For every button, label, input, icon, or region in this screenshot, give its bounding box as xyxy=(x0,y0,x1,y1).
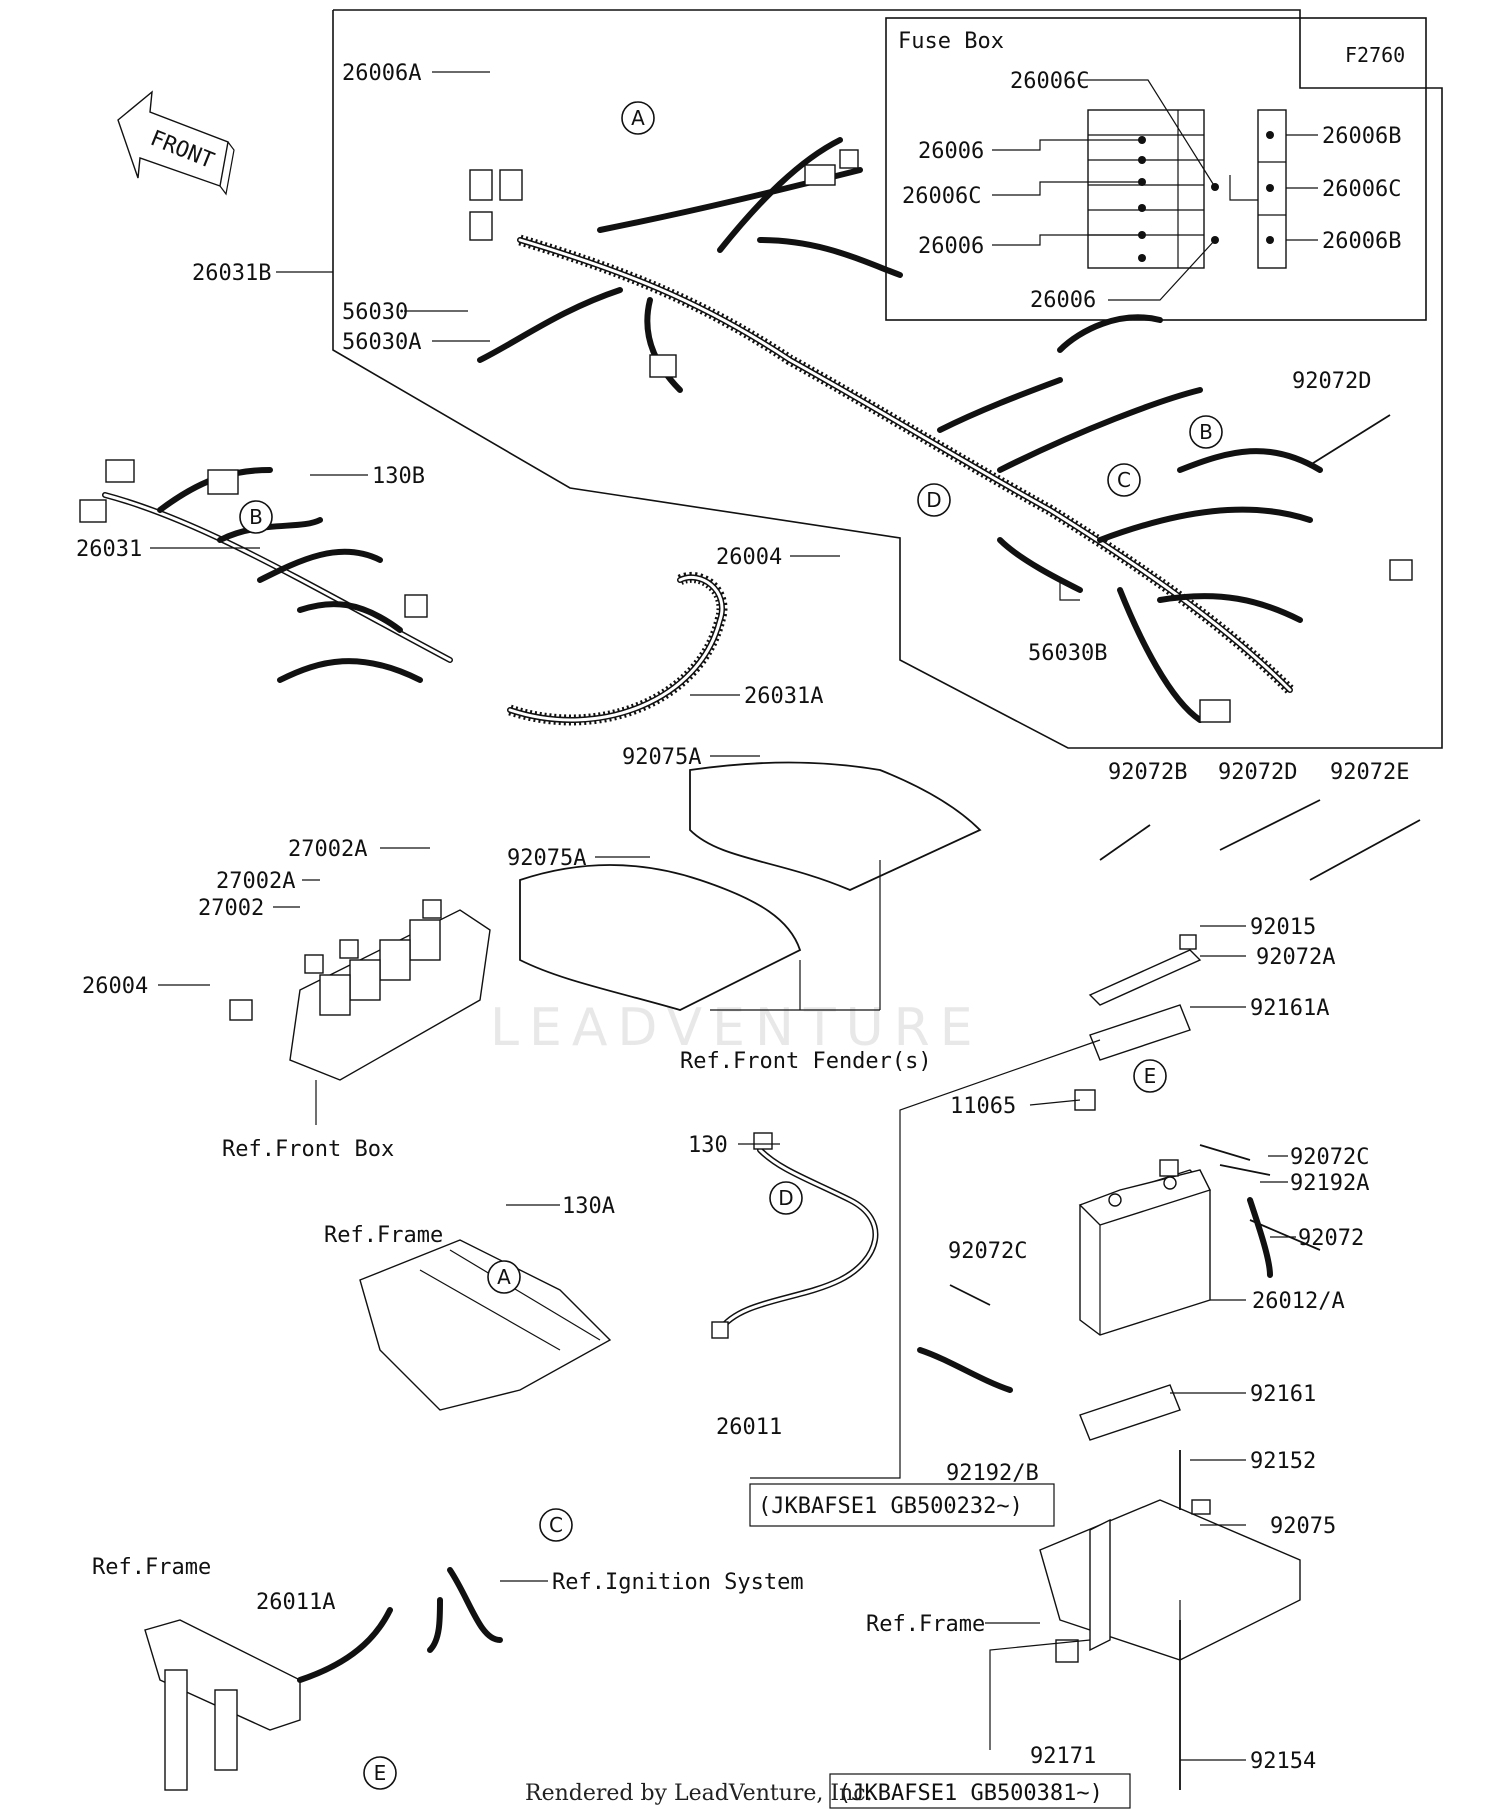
label-130A: 130A xyxy=(562,1194,615,1219)
label-92171: 92171 xyxy=(1030,1744,1096,1769)
label-92072B: 92072B xyxy=(1108,760,1187,785)
cable-26011 xyxy=(711,1132,879,1339)
svg-text:B: B xyxy=(249,505,263,529)
label-27002A-2: 27002A xyxy=(216,869,295,894)
callout-A-bottom: A xyxy=(487,1260,521,1294)
label-92075A-1: 92075A xyxy=(622,745,701,770)
fuse-label-26006-1: 26006 xyxy=(918,139,984,164)
harness-26031B xyxy=(469,137,1413,723)
label-92192B: 92192/B xyxy=(946,1461,1039,1486)
label-26031A: 26031A xyxy=(744,684,823,709)
ref-frame-right: Ref.Frame xyxy=(866,1612,985,1637)
label-56030B: 56030B xyxy=(1028,641,1107,666)
svg-text:D: D xyxy=(778,1186,793,1210)
label-130: 130 xyxy=(688,1133,728,1158)
ref-frame-left: Ref.Frame xyxy=(92,1555,211,1580)
fuse-label-26006C-left: 26006C xyxy=(902,184,981,209)
callout-E-top: E xyxy=(1133,1059,1167,1093)
label-92072C-right: 92072C xyxy=(1290,1145,1369,1170)
fuse-label-26006C-right: 26006C xyxy=(1322,177,1401,202)
ties-clips xyxy=(917,414,1421,1790)
fuse-box-title: Fuse Box xyxy=(898,29,1004,54)
label-92154: 92154 xyxy=(1250,1749,1316,1774)
fuse-label-26006-2: 26006 xyxy=(918,234,984,259)
label-26004-top: 26004 xyxy=(716,545,782,570)
battery-hardware xyxy=(1074,934,1202,1441)
label-26004-left: 26004 xyxy=(82,974,148,999)
leader-lines xyxy=(150,71,1296,1761)
callout-C-bottom: C xyxy=(539,1508,573,1542)
frame-lower-left xyxy=(144,1567,503,1791)
label-92075: 92075 xyxy=(1270,1514,1336,1539)
label-92072D-top: 92072D xyxy=(1292,369,1371,394)
label-26031B: 26031B xyxy=(192,261,271,286)
label-92072D: 92072D xyxy=(1218,760,1297,785)
main-harness-outline xyxy=(332,9,1443,749)
label-130B: 130B xyxy=(372,464,425,489)
battery-tray xyxy=(1039,1499,1301,1661)
label-26012A: 26012/A xyxy=(1252,1289,1345,1314)
label-92075A-2: 92075A xyxy=(507,846,586,871)
ref-frame-center: Ref.Frame xyxy=(324,1223,443,1248)
svg-text:C: C xyxy=(1117,468,1131,492)
label-26006A: 26006A xyxy=(342,61,421,86)
label-27002A-1: 27002A xyxy=(288,837,367,862)
label-92015: 92015 xyxy=(1250,915,1316,940)
label-92072A: 92072A xyxy=(1256,945,1335,970)
serial-note-2: (JKBAFSE1 GB500381~) xyxy=(838,1781,1103,1806)
svg-text:C: C xyxy=(549,1513,563,1537)
callout-D-top: D xyxy=(917,483,951,517)
label-92161A: 92161A xyxy=(1250,996,1329,1021)
harness-26031 xyxy=(79,459,453,683)
label-11065: 11065 xyxy=(950,1094,1016,1119)
front-fenders xyxy=(519,761,982,1011)
fuse-label-26006B-1: 26006B xyxy=(1322,124,1401,149)
label-92072C-left: 92072C xyxy=(948,1239,1027,1264)
serial-note-box-2 xyxy=(829,1773,1131,1809)
battery xyxy=(1078,1159,1211,1336)
label-26031: 26031 xyxy=(76,537,142,562)
label-26011: 26011 xyxy=(716,1415,782,1440)
fuse-label-26006B-2: 26006B xyxy=(1322,229,1401,254)
svg-text:A: A xyxy=(631,106,645,130)
callout-E-bottom: E xyxy=(363,1756,397,1790)
label-56030A: 56030A xyxy=(342,330,421,355)
frame-center xyxy=(359,1239,612,1411)
front-box xyxy=(229,899,491,1081)
label-92152: 92152 xyxy=(1250,1449,1316,1474)
svg-text:E: E xyxy=(374,1761,387,1785)
label-27002: 27002 xyxy=(198,896,264,921)
serial-note-box-1 xyxy=(749,1483,1055,1527)
ref-front-box: Ref.Front Box xyxy=(222,1137,394,1162)
callout-C-right: C xyxy=(1107,463,1141,497)
svg-text:B: B xyxy=(1199,420,1213,444)
label-56030: 56030 xyxy=(342,300,408,325)
serial-note-1: (JKBAFSE1 GB500232~) xyxy=(758,1494,1023,1519)
diagram-id: F2760 xyxy=(1345,43,1405,67)
label-92192A: 92192A xyxy=(1290,1171,1369,1196)
footer-credit: Rendered by LeadVenture, Inc. xyxy=(525,1781,873,1806)
svg-text:A: A xyxy=(497,1265,511,1289)
fuse-label-26006C-top: 26006C xyxy=(1010,69,1089,94)
callout-A-top: A xyxy=(621,101,655,135)
fuse-label-26006-bottom: 26006 xyxy=(1030,288,1096,313)
label-92161: 92161 xyxy=(1250,1382,1316,1407)
harness-26031A xyxy=(507,571,728,726)
callout-D-bottom: D xyxy=(769,1181,803,1215)
svg-text:E: E xyxy=(1144,1064,1157,1088)
label-92072: 92072 xyxy=(1298,1226,1364,1251)
callout-B-left: B xyxy=(239,500,273,534)
front-arrow: FRONT xyxy=(117,90,235,196)
ref-front-fender: Ref.Front Fender(s) xyxy=(680,1049,932,1074)
label-92072E: 92072E xyxy=(1330,760,1409,785)
watermark: LEADVENTURE xyxy=(490,998,983,1058)
callout-B-right: B xyxy=(1189,415,1223,449)
label-26011A: 26011A xyxy=(256,1590,335,1615)
svg-text:D: D xyxy=(926,488,941,512)
ref-ignition-system: Ref.Ignition System xyxy=(552,1570,804,1595)
